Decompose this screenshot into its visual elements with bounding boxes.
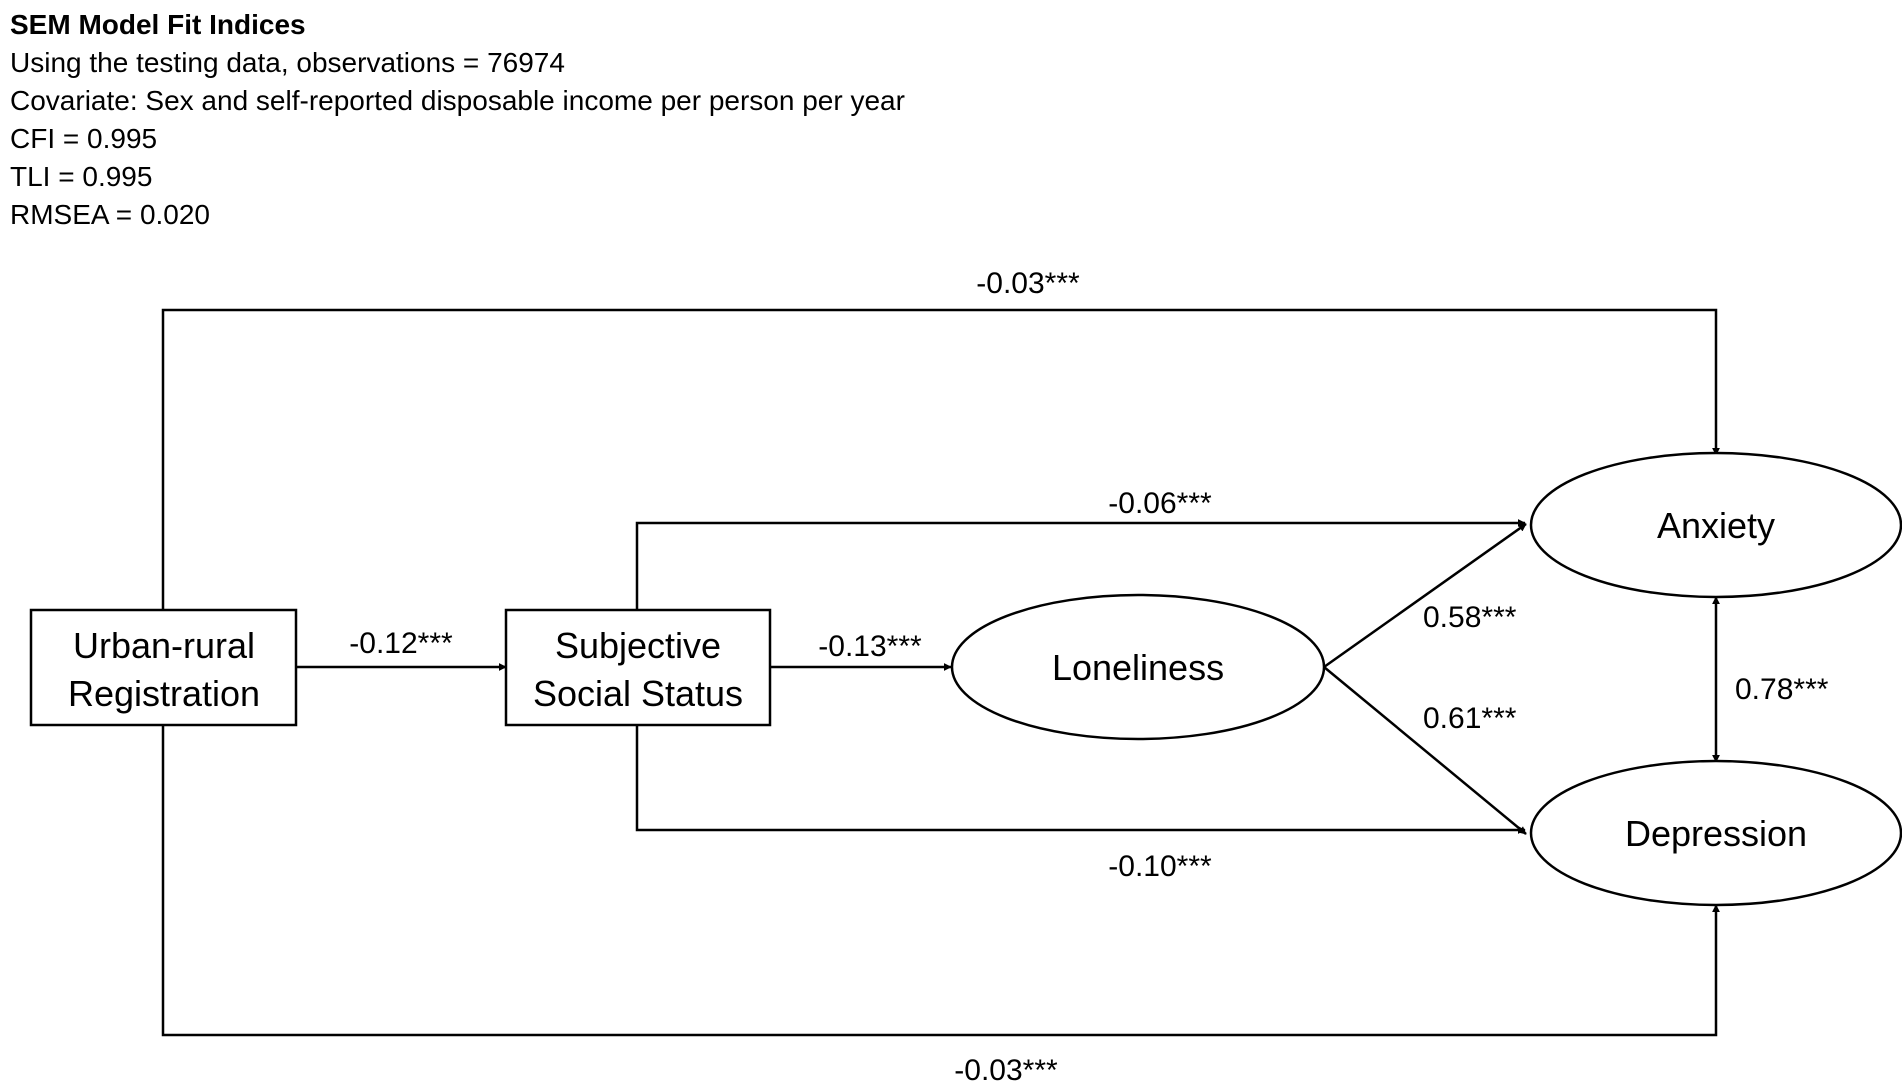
edge-urban-to-anxiety (161, 308, 1720, 610)
node-depression-ellipse (1529, 759, 1902, 907)
fit-line-tli: TLI = 0.995 (10, 161, 153, 192)
fit-line-rmsea: RMSEA = 0.020 (10, 199, 211, 230)
fit-indices-header: SEM Model Fit Indices Using the testing … (10, 6, 905, 234)
fit-indices-title: SEM Model Fit Indices (10, 9, 306, 40)
coef-urban-to-anxiety: -0.03*** (976, 267, 1080, 300)
node-urban-rural-label-1: Urban-rural (73, 625, 255, 666)
edge-urban-to-depression (161, 725, 1720, 1037)
node-sss-label-2: Social Status (533, 673, 743, 714)
fit-line-observations: Using the testing data, observations = 7… (10, 47, 565, 78)
fit-line-covariate: Covariate: Sex and self-reported disposa… (10, 85, 905, 116)
coef-loneliness-to-depression: 0.61*** (1423, 702, 1517, 735)
edge-loneliness-to-depression (1323, 666, 1527, 835)
coef-anxiety-depression: 0.78*** (1735, 673, 1829, 706)
edge-sss-to-anxiety (635, 519, 1526, 610)
edge-loneliness-to-anxiety (1323, 522, 1527, 669)
node-anxiety-ellipse (1529, 451, 1902, 599)
node-anxiety-label: Anxiety (1657, 505, 1775, 546)
coef-urban-to-sss: -0.12*** (349, 627, 453, 660)
node-sss-box (504, 608, 772, 727)
node-loneliness-ellipse (950, 593, 1326, 741)
edge-sss-to-depression (635, 725, 1526, 834)
coef-sss-to-depression: -0.10*** (1108, 850, 1212, 883)
coef-sss-to-anxiety: -0.06*** (1108, 487, 1212, 520)
node-urban-rural-label-2: Registration (68, 673, 260, 714)
coef-sss-to-loneliness: -0.13*** (818, 630, 922, 663)
node-urban-rural-box (29, 608, 298, 727)
node-depression-label: Depression (1625, 813, 1807, 854)
coef-loneliness-to-anxiety: 0.58*** (1423, 601, 1517, 634)
node-sss-label-1: Subjective (555, 625, 721, 666)
coef-urban-to-depression: -0.03*** (954, 1054, 1058, 1087)
node-loneliness-label: Loneliness (1052, 647, 1224, 688)
fit-line-cfi: CFI = 0.995 (10, 123, 158, 154)
